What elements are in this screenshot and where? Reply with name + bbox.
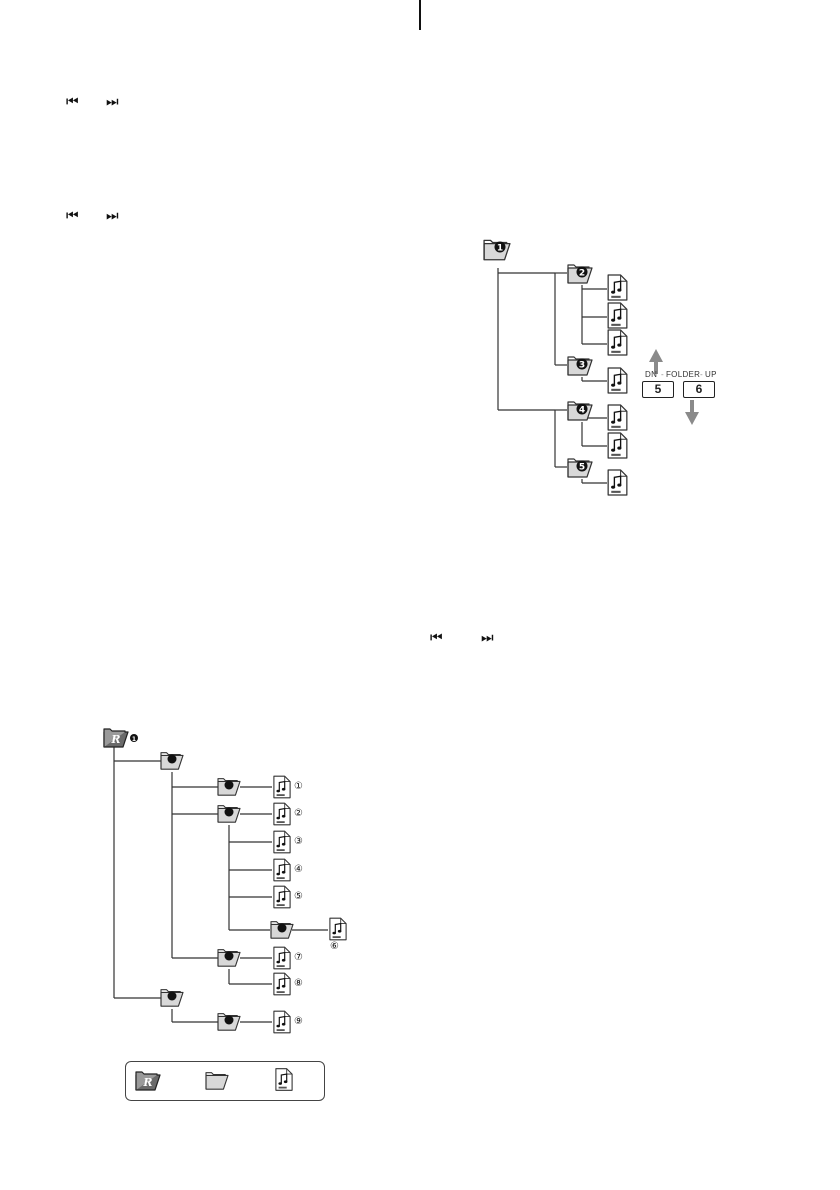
root-folder-icon: R: [135, 1071, 161, 1091]
folder-icon: [217, 805, 241, 823]
folder-icon: [217, 1013, 241, 1031]
play-order-number: ⑦: [294, 952, 303, 963]
folder-up-key[interactable]: 6: [683, 381, 715, 398]
folder-icon: 5: [567, 458, 593, 478]
music-file-icon: [273, 775, 291, 799]
folder-icon: 3: [567, 356, 593, 376]
music-file-icon: [607, 302, 628, 329]
folder-icon: [205, 1072, 229, 1090]
folder-icon: 1: [483, 239, 511, 261]
play-order-number: ④: [294, 864, 303, 875]
prev-track-icon: ⏮: [66, 208, 79, 224]
music-file-icon: [273, 885, 291, 909]
music-file-icon: [273, 858, 291, 882]
legend: [125, 1061, 325, 1101]
music-file-icon: [607, 404, 628, 431]
folder-icon: [217, 778, 241, 796]
arrow-down-icon: [685, 400, 699, 425]
top-folder-tree: 1 2 3 4 5: [483, 239, 699, 496]
play-order-number: ③: [294, 836, 303, 847]
next-track-icon: ⏭: [106, 208, 119, 224]
separator: -: [661, 370, 664, 379]
page-center-rule: [419, 0, 421, 30]
folder-number: 2: [579, 269, 585, 279]
music-file-icon: [273, 830, 291, 854]
tree-connectors: [113, 747, 328, 1023]
folder-icon: 4: [567, 401, 593, 421]
folder-down-key[interactable]: 5: [642, 381, 674, 398]
root-number: 1: [132, 736, 136, 743]
folder-icon: [270, 921, 294, 939]
music-file-icon: [607, 329, 628, 356]
play-order-number: ⑤: [294, 891, 303, 902]
folder-number: 3: [579, 361, 585, 371]
folder-number: 5: [579, 463, 585, 473]
prev-track-icon: ⏮: [66, 94, 79, 110]
music-file-icon: [607, 469, 628, 496]
dn-label: DN: [645, 370, 658, 379]
bottom-folder-tree: R 1: [103, 728, 347, 1034]
next-track-icon: ⏭: [106, 94, 119, 110]
music-file-icon: [275, 1068, 293, 1091]
up-label: UP: [705, 370, 717, 379]
root-letter: R: [110, 733, 120, 746]
root-folder-icon: R 1: [103, 728, 138, 748]
legend-root-letter: R: [142, 1076, 152, 1089]
folder-label: FOLDER: [666, 370, 701, 379]
music-file-icon: [273, 972, 291, 996]
music-file-icon: [607, 432, 628, 459]
music-file-icon: [607, 274, 628, 301]
folder-number: 4: [579, 406, 585, 416]
play-order-number: ①: [294, 781, 303, 792]
music-file-icon: [273, 946, 291, 970]
folder-icon: [160, 752, 184, 770]
legend-icons: R: [135, 1068, 293, 1091]
play-order-number: ⑧: [294, 978, 303, 989]
folder-icon: [217, 949, 241, 967]
prev-track-icon: ⏮: [430, 630, 443, 646]
play-order-number: ②: [294, 808, 303, 819]
tree-connectors: [497, 268, 607, 484]
play-order-number: ⑥: [330, 941, 339, 952]
music-file-icon: [273, 802, 291, 826]
music-file-icon: [329, 917, 347, 941]
next-track-icon: ⏭: [481, 630, 494, 646]
separator: -: [700, 370, 703, 379]
folder-icon: [160, 989, 184, 1007]
music-file-icon: [273, 1010, 291, 1034]
folder-number: 1: [497, 244, 503, 254]
music-file-icon: [607, 367, 628, 394]
arrow-up-icon: [649, 349, 663, 374]
play-order-number: ⑨: [294, 1016, 303, 1027]
folder-icon: 2: [567, 264, 593, 284]
